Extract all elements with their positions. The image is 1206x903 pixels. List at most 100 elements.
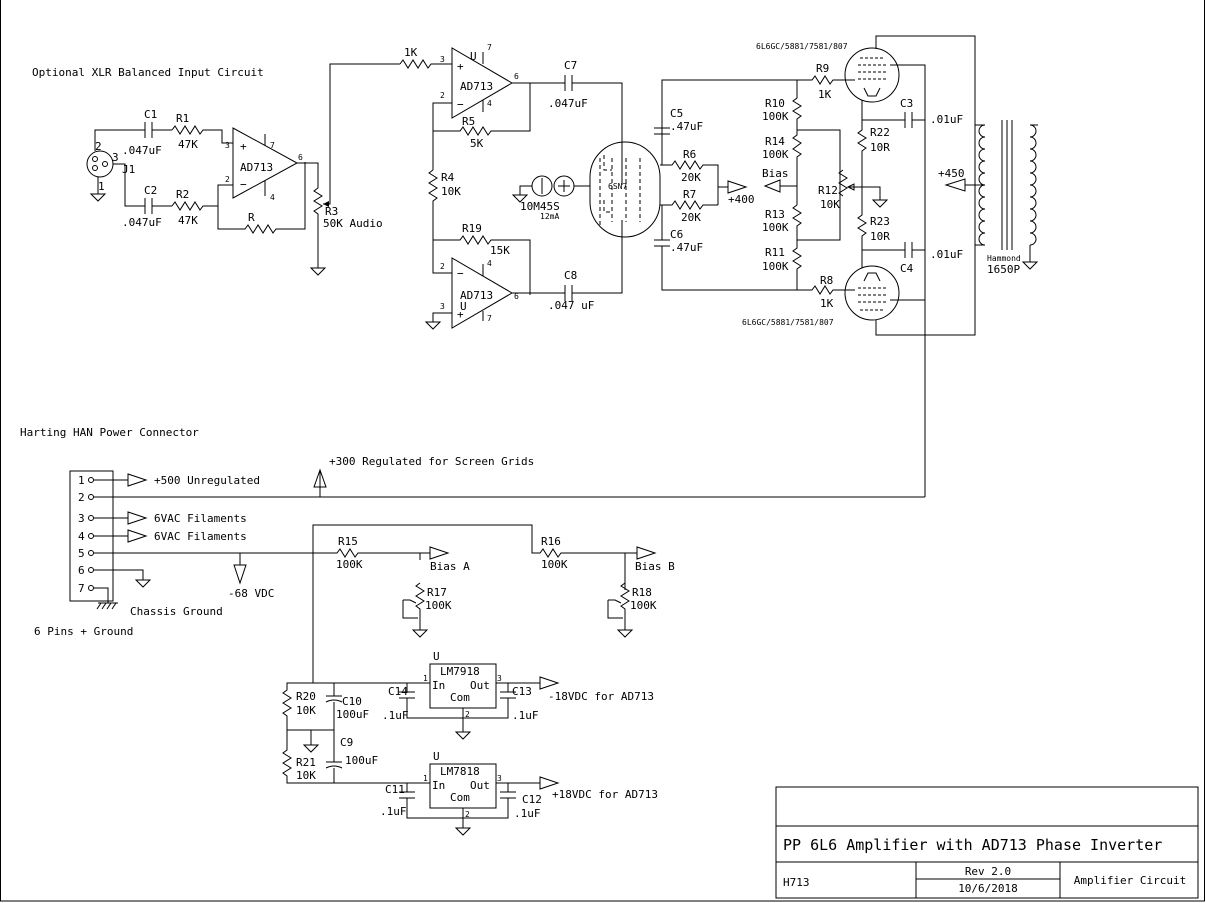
r15-value: 100K	[336, 558, 363, 571]
c8-value: .047 uF	[548, 299, 594, 312]
j1-pin2: 2	[95, 140, 102, 153]
opamp-top	[451, 47, 513, 119]
c7-value: .047uF	[548, 97, 588, 110]
r7-label: R7	[683, 188, 696, 201]
r21-value: 10K	[296, 769, 316, 782]
r1-value: 47K	[178, 138, 198, 151]
r19-value: 15K	[490, 244, 510, 257]
svg-text:−: −	[457, 267, 464, 280]
j1-label: J1	[122, 163, 135, 176]
svg-text:−: −	[457, 98, 464, 111]
svg-text:7: 7	[487, 314, 492, 323]
opamp-bottom-u: U	[460, 300, 467, 313]
lm7818-out: Out	[470, 779, 490, 792]
svg-text:6: 6	[514, 292, 519, 301]
bias-label: Bias	[762, 167, 789, 180]
ccs-current: 12mA	[540, 212, 559, 221]
resistor-r19	[432, 235, 531, 295]
r5-label: R5	[462, 115, 475, 128]
drawing-title: PP 6L6 Amplifier with AD713 Phase Invert…	[783, 836, 1162, 854]
c6-value: .47uF	[670, 241, 703, 254]
potentiometer-r3	[313, 187, 323, 268]
bias-a-label: Bias A	[430, 560, 470, 573]
transformer-brand: Hammond	[987, 254, 1021, 263]
c9-value: 100uF	[345, 754, 378, 767]
c8-label: C8	[564, 269, 577, 282]
r5-value: 5K	[470, 137, 484, 150]
svg-text:+: +	[457, 60, 464, 73]
supply-450-label: +450	[938, 167, 965, 180]
c12-label: C12	[522, 793, 542, 806]
r13-label: R13	[765, 208, 785, 221]
connector-pin-contact	[88, 567, 94, 573]
c4-value: .01uF	[930, 248, 963, 261]
j1-pin3: 3	[112, 151, 119, 164]
r2-value: 47K	[178, 214, 198, 227]
p18-label: +18VDC for AD713	[552, 788, 658, 801]
connector-pin-contact	[88, 585, 94, 591]
svg-text:1: 1	[423, 674, 428, 683]
svg-text:U: U	[433, 650, 440, 663]
svg-text:3: 3	[440, 55, 445, 64]
c11-value: .1uF	[380, 805, 407, 818]
tube-output-bottom	[844, 265, 900, 321]
connector-pin-7: 7	[78, 582, 85, 595]
svg-text:+: +	[457, 308, 464, 321]
connector-pin-contact	[88, 515, 94, 521]
tube-6sn7-label: 6SN7	[608, 182, 627, 191]
ground-symbol	[424, 321, 442, 330]
connector-pin-contact	[88, 494, 94, 500]
r8-label: R8	[820, 274, 833, 287]
ccs-label: 10M45S	[520, 200, 560, 213]
capacitor-c7	[553, 75, 623, 185]
r9-value: 1K	[818, 88, 832, 101]
connector-pin-1: 1	[78, 474, 85, 487]
r13-value: 100K	[762, 221, 789, 234]
lm7918-label: LM7918	[440, 665, 480, 678]
bias-resistor-ladder	[792, 80, 841, 290]
svg-text:6: 6	[298, 153, 303, 162]
r20-value: 10K	[296, 704, 316, 717]
n68-label: -68 VDC	[228, 587, 274, 600]
r22-label: R22	[870, 126, 890, 139]
r-feedback-label: R	[248, 211, 255, 224]
r-1k-label: 1K	[404, 46, 418, 59]
c1-value: .047uF	[122, 144, 162, 157]
resistor-r4	[428, 169, 438, 240]
potentiometer-r12	[838, 169, 881, 200]
n18-label: -18VDC for AD713	[548, 690, 654, 703]
ground-symbol	[89, 193, 107, 202]
svg-text:4: 4	[487, 259, 492, 268]
opamp-input	[232, 127, 299, 199]
filament-2-label: 6VAC Filaments	[154, 530, 247, 543]
supply-400-label: +400	[728, 193, 755, 206]
lm7918-in: In	[432, 679, 445, 692]
ground-symbol	[309, 267, 327, 276]
r4-value: 10K	[441, 185, 461, 198]
r12-value: 10K	[820, 198, 840, 211]
p300-label: +300 Regulated for Screen Grids	[329, 455, 534, 468]
revision: Rev 2.0	[965, 865, 1011, 878]
svg-text:2: 2	[225, 175, 230, 184]
svg-text:4: 4	[270, 193, 275, 202]
r8-value: 1K	[820, 297, 834, 310]
title-block: PP 6L6 Amplifier with AD713 Phase Invert…	[775, 786, 1199, 899]
c3-value: .01uF	[930, 113, 963, 126]
lm7818-com: Com	[450, 791, 470, 804]
r6-value: 20K	[681, 171, 701, 184]
capacitor-c8	[564, 220, 623, 301]
r23-label: R23	[870, 215, 890, 228]
r10-label: R10	[765, 97, 785, 110]
output-transformer	[975, 120, 1039, 270]
c11-label: C11	[385, 783, 405, 796]
r17-value: 100K	[425, 599, 452, 612]
r21-label: R21	[296, 756, 316, 769]
pins-note: 6 Pins + Ground	[34, 625, 133, 638]
capacitor-c9	[325, 730, 343, 783]
svg-text:2: 2	[465, 710, 470, 719]
connector-pin-3: 3	[78, 512, 85, 525]
r16-label: R16	[541, 535, 561, 548]
regulator-section: C10 100uF C9 100uF R20 10K R21 10K U LM7…	[282, 553, 658, 836]
